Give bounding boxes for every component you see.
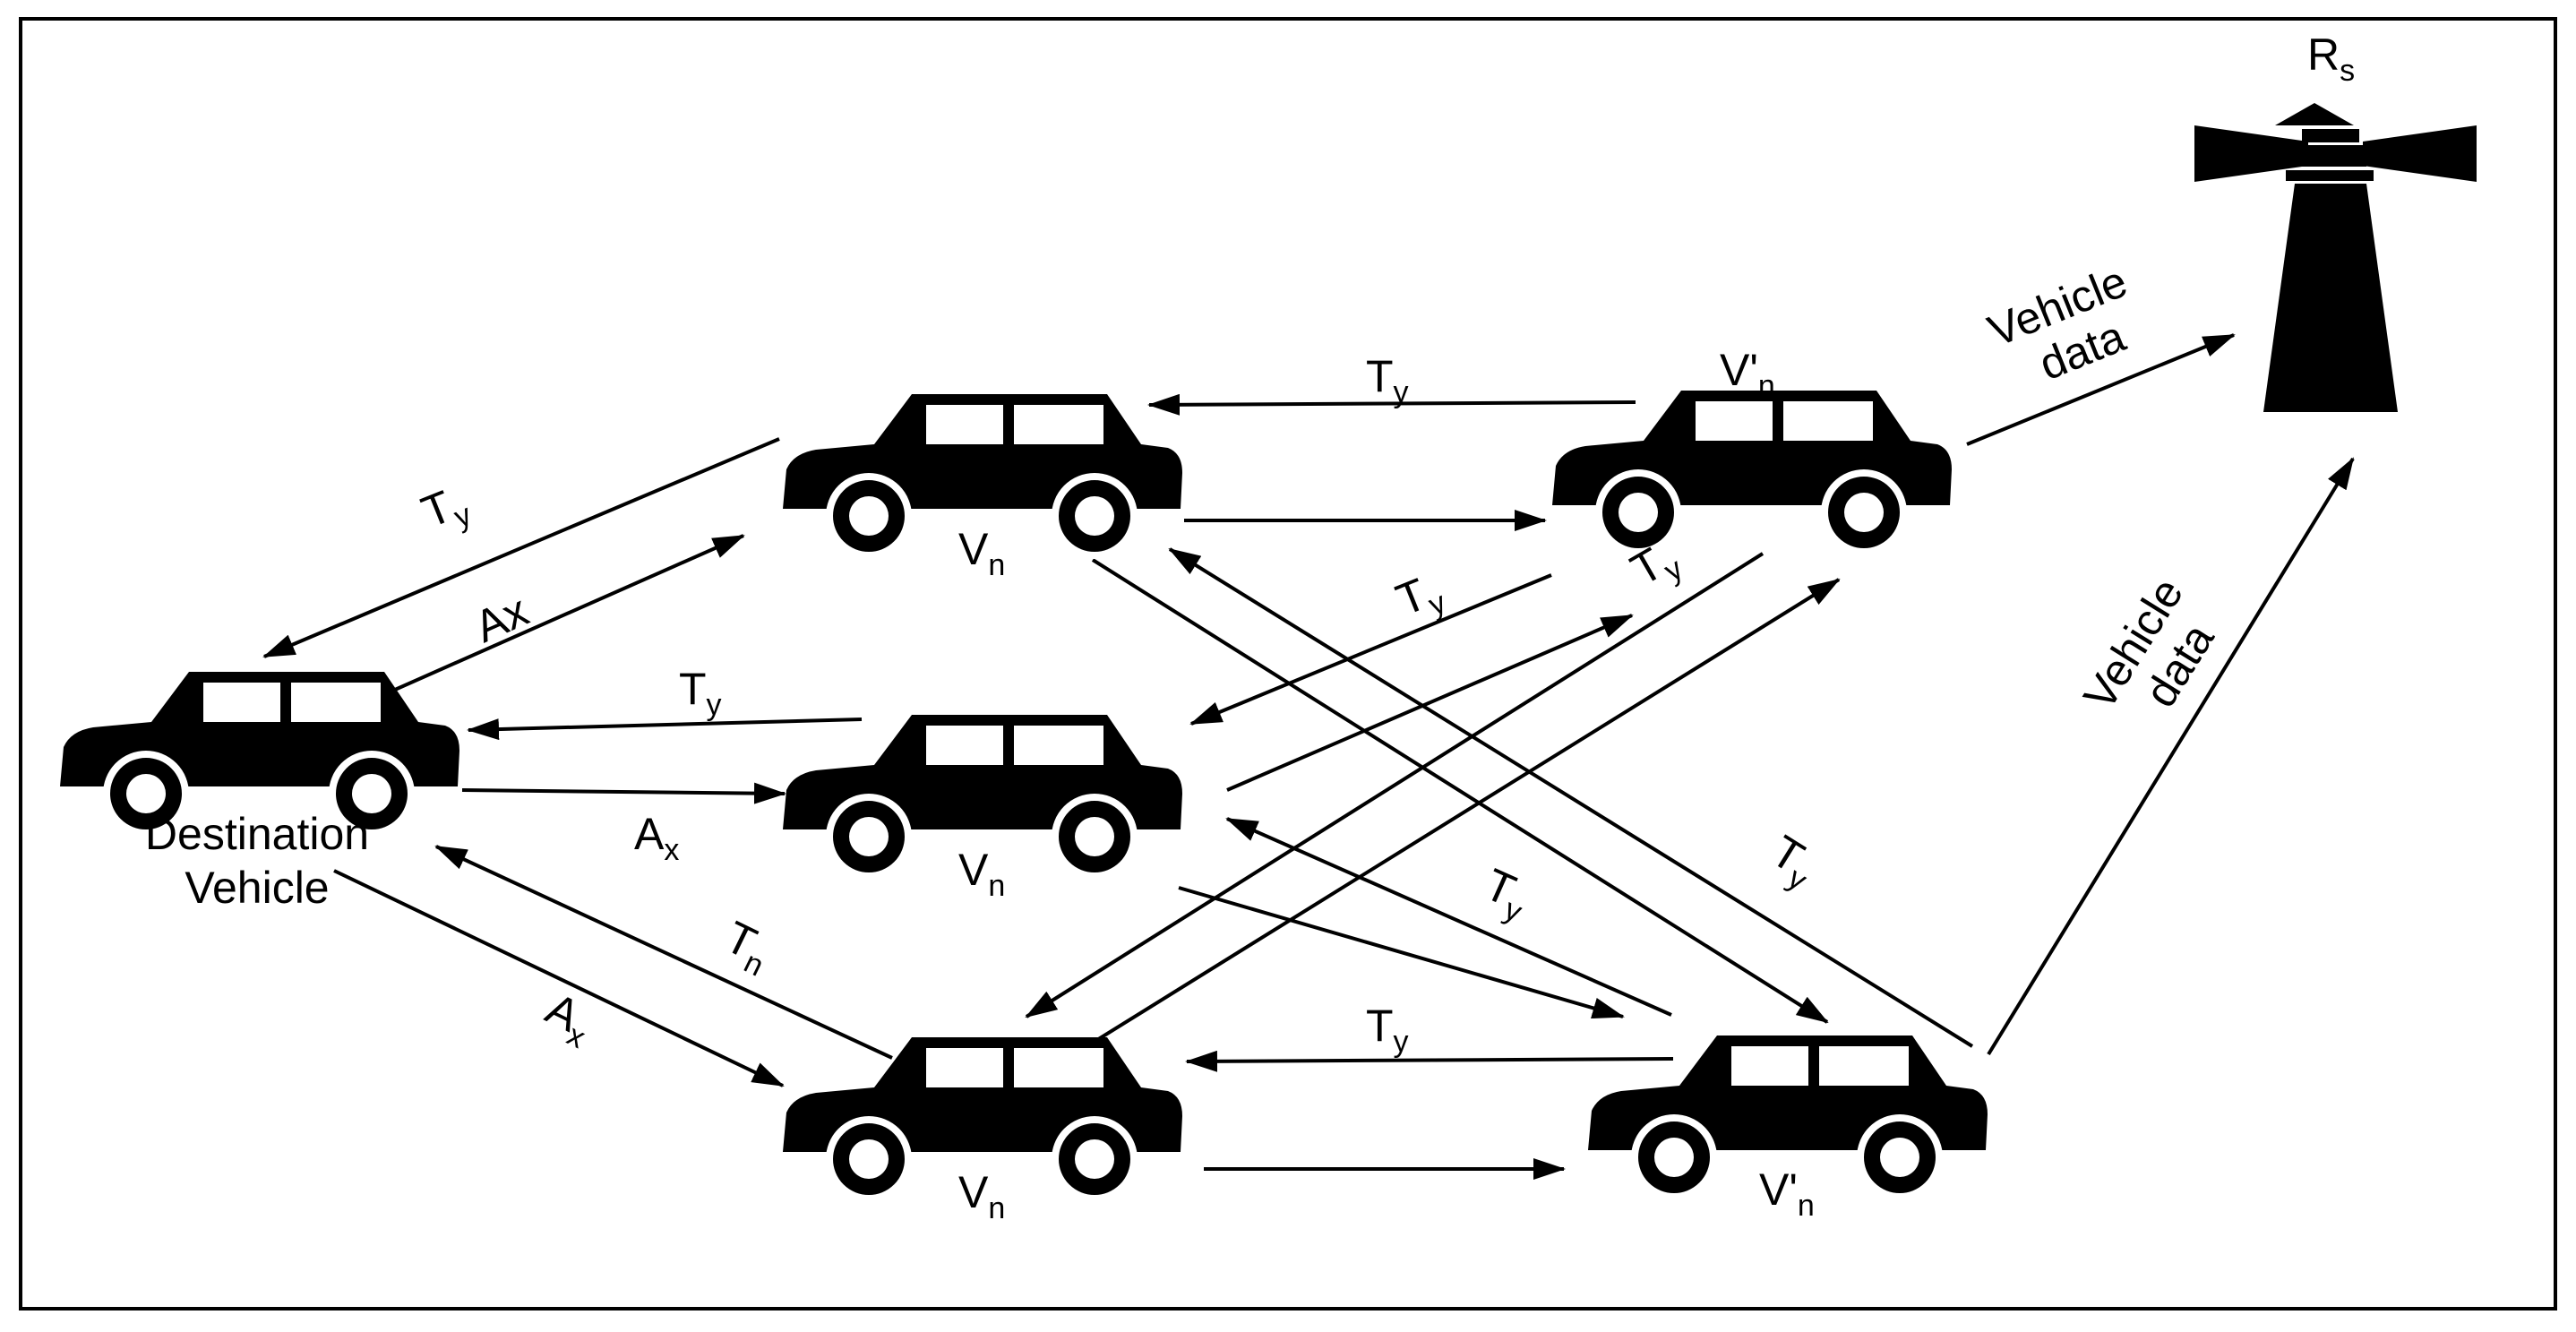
- vehicle-vn-bottom: Vn: [783, 1037, 1182, 1225]
- vehicle-vprime-top-label: V'n: [1720, 345, 1775, 403]
- label-ax-dest-vtop: Ax: [468, 585, 536, 652]
- edge-vmid-to-vpbot: [1178, 886, 1625, 1019]
- vehicle-vprime-bottom-label: V'n: [1759, 1164, 1815, 1223]
- roadside-unit-label: Rs: [2307, 30, 2355, 88]
- car-icon: [1552, 391, 1952, 552]
- vehicle-vn-bottom-label: Vn: [958, 1167, 1005, 1225]
- label-ty-vpbot-vbot: Ty: [1366, 1001, 1409, 1059]
- lighthouse-icon: [2194, 103, 2477, 412]
- edge-ty-vpbot-to-vtop: [1168, 547, 1974, 1048]
- label-ax-dest-vmid: Ax: [634, 809, 679, 867]
- edge-ax-dest-to-vbot: [333, 869, 785, 1087]
- label-ty-vpbot-vtop: Ty: [1758, 826, 1825, 898]
- diagram-frame: [19, 17, 2557, 1311]
- label-vehicle-data-bottom: Vehicle data: [2074, 559, 2242, 745]
- edge-ty-vtop-to-dest: [262, 437, 780, 658]
- label-ty-vptop-vtop: Ty: [1366, 351, 1409, 409]
- vehicle-vn-middle: Vn: [783, 715, 1182, 903]
- edge-ty-vptop-to-vbot: [1025, 552, 1765, 1018]
- label-ty-dest-vtop: Ty: [415, 475, 476, 545]
- edge-ax-dest-to-vmid: [461, 782, 786, 804]
- edge-vehicle-data-bottom: [1987, 457, 2355, 1056]
- vehicle-vn-top: Vn: [783, 394, 1182, 582]
- edge-ty-vptop-to-vmid: [1189, 573, 1552, 726]
- vehicle-vprime-bottom: V'n: [1588, 1036, 1988, 1223]
- edge-ty-vptop-to-vtop: [1147, 393, 1636, 416]
- destination-vehicle-label-line2: Vehicle: [185, 863, 329, 913]
- edges: [262, 333, 2355, 1180]
- label-vehicle-data-top: Vehicle data: [1981, 251, 2164, 402]
- destination-vehicle: Destination Vehicle: [60, 672, 459, 913]
- label-tn-vbot-dest: Tn: [714, 912, 779, 984]
- edge-labels: Ty Ax Ty Ax Tn Ax Ty Ty Ty Ty Ty Ty Vehi…: [415, 251, 2242, 1059]
- edge-vbot-to-vptop: [1065, 578, 1841, 1061]
- edge-ty-vpbot-to-vmid: [1225, 817, 1672, 1017]
- vehicle-vprime-top: V'n: [1552, 345, 1952, 552]
- vehicle-vn-top-label: Vn: [958, 524, 1005, 582]
- vehicle-vn-middle-label: Vn: [958, 845, 1005, 903]
- label-ty-vptop-vmid: Ty: [1389, 563, 1450, 632]
- edge-vmid-to-vptop: [1226, 614, 1634, 792]
- roadside-unit: Rs: [2194, 30, 2477, 412]
- label-ty-vpbot-vmid: Ty: [1474, 859, 1537, 930]
- edge-ax-dest-to-vtop: [380, 534, 745, 698]
- edge-vehicle-data-top: [1966, 333, 2236, 446]
- destination-vehicle-label-line1: Destination: [145, 809, 369, 859]
- edge-ty-vpbot-to-vbot: [1185, 1050, 1674, 1072]
- edge-vtop-to-vpbot: [1091, 558, 1829, 1024]
- label-ty-vmid-dest: Ty: [679, 664, 722, 722]
- edge-tn-vbot-to-dest: [434, 845, 893, 1060]
- edge-ty-vmid-to-dest: [467, 718, 863, 741]
